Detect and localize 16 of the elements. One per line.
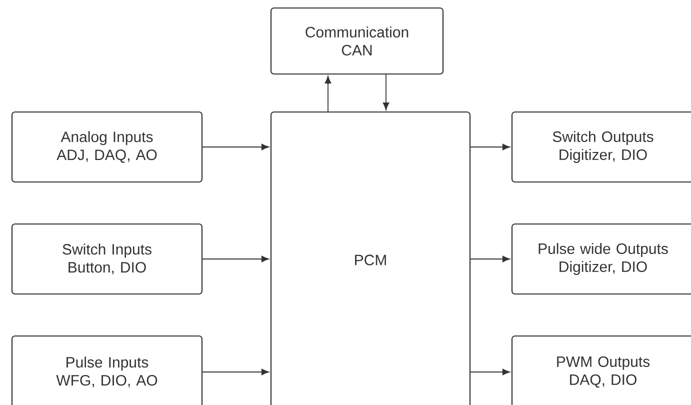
arrow (382, 74, 390, 110)
arrow (202, 256, 270, 262)
arrow (202, 368, 270, 376)
process-box: Switch Outputs Digitizer, DIO (511, 111, 691, 183)
arrow (202, 144, 270, 150)
arrow (470, 256, 510, 262)
process-box: Switch Inputs Button, DIO (11, 223, 203, 295)
arrow (470, 368, 510, 376)
arrow (324, 76, 332, 112)
process-box: PCM (270, 111, 471, 405)
process-box: Pulse Inputs WFG, DIO, AO (11, 335, 203, 405)
arrow (470, 144, 510, 150)
process-box: Pulse wide Outputs Digitizer, DIO (511, 223, 691, 295)
process-box: Communication CAN (270, 7, 444, 75)
process-box: PWM Outputs DAQ, DIO (511, 335, 691, 405)
process-box: Analog Inputs ADJ, DAQ, AO (11, 111, 203, 183)
